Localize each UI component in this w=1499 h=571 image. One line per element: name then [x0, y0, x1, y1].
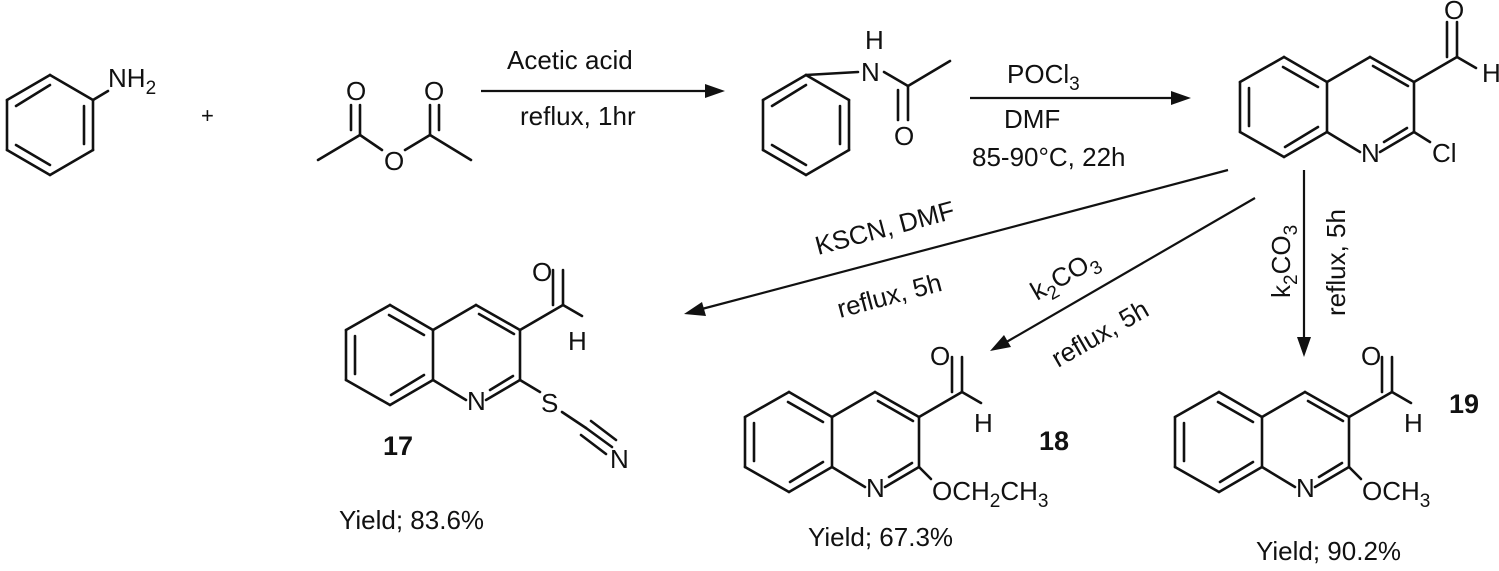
arrow-to-17: KSCN, DMF reflux, 5h: [684, 168, 1229, 324]
to18-conditions: reflux, 5h: [1046, 294, 1154, 373]
to17-conditions: reflux, 5h: [834, 267, 945, 324]
compound-19-yield: Yield; 90.2%: [1256, 536, 1401, 566]
quinoline-n: N: [1361, 138, 1380, 168]
acetic-anhydride-structure: O O O: [316, 76, 473, 176]
amide-h: H: [865, 25, 884, 55]
aldehyde-h: H: [1404, 408, 1423, 438]
anhydride-o-left: O: [346, 76, 366, 106]
aldehyde-o: O: [1361, 341, 1381, 371]
compound-17-label: 17: [383, 431, 413, 461]
aldehyde-h: H: [974, 408, 993, 438]
aldehyde-h: H: [1482, 58, 1499, 88]
ethoxy-substituent: OCH2CH3: [932, 476, 1049, 512]
step2-reagent: POCl3: [1007, 59, 1080, 95]
step2-conditions: 85-90°C, 22h: [972, 142, 1126, 172]
nitrile-n: N: [610, 444, 629, 474]
compound-17-yield: Yield; 83.6%: [339, 505, 484, 535]
compound-18-label: 18: [1039, 426, 1069, 456]
step2-solvent: DMF: [1004, 104, 1060, 134]
aldehyde-o: O: [930, 341, 950, 371]
acetanilide-structure: N H O: [761, 25, 952, 177]
sulfur-atom: S: [541, 388, 558, 418]
arrow-step1: Acetic acid reflux, 1hr: [481, 45, 725, 131]
aldehyde-o: O: [1444, 0, 1464, 25]
quinoline-n: N: [467, 386, 486, 416]
to19-reagent: k2CO3: [1266, 225, 1302, 298]
plus-sign: +: [201, 103, 214, 128]
amide-o: O: [894, 121, 914, 151]
aldehyde-o: O: [532, 257, 552, 287]
to18-reagent: k2CO3: [1025, 244, 1106, 312]
amine-label: NH2: [108, 63, 156, 99]
chloro-substituent: Cl: [1432, 138, 1457, 168]
aldehyde-h: H: [568, 326, 587, 356]
chloroquinoline-structure: N H O Cl: [1238, 0, 1499, 168]
aniline-structure: NH2: [5, 63, 156, 177]
quinoline-n: N: [866, 473, 885, 503]
step1-reagent: Acetic acid: [507, 45, 633, 75]
compound-18-structure: N H O OCH2CH3: [743, 341, 1049, 512]
compound-19-label: 19: [1449, 389, 1479, 419]
compound-17-structure: N H O S N: [344, 257, 629, 474]
anhydride-o-right: O: [424, 76, 444, 106]
amide-n: N: [861, 57, 880, 87]
quinoline-n: N: [1296, 473, 1315, 503]
arrow-to-19: k2CO3 reflux, 5h: [1266, 170, 1351, 357]
anhydride-o-bridge: O: [384, 146, 404, 176]
compound-19-structure: N H O OCH3: [1173, 341, 1430, 512]
step1-conditions: reflux, 1hr: [520, 101, 636, 131]
methoxy-substituent: OCH3: [1362, 476, 1430, 512]
to17-reagent: KSCN, DMF: [812, 195, 958, 261]
arrow-to-18: k2CO3 reflux, 5h: [990, 197, 1256, 373]
to19-conditions: reflux, 5h: [1321, 209, 1351, 316]
arrow-step2: POCl3 DMF 85-90°C, 22h: [970, 59, 1191, 172]
compound-18-yield: Yield; 67.3%: [808, 522, 953, 552]
